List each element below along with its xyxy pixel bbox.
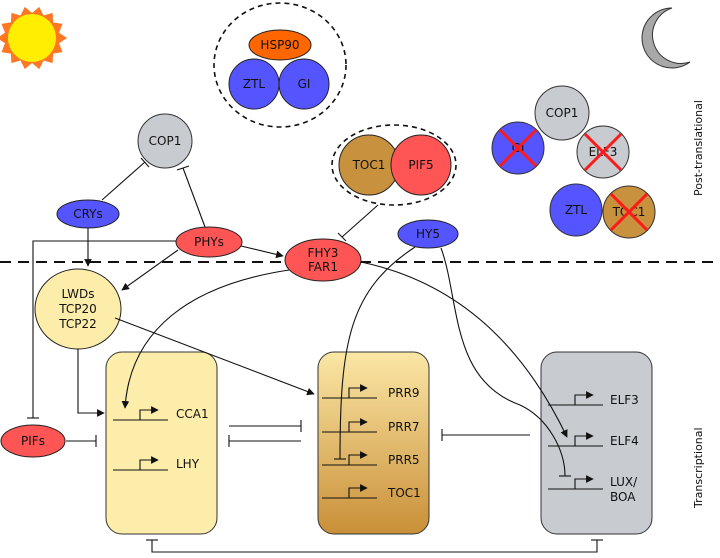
pif5-node (390, 134, 452, 196)
tcp22-label: TCP22 (58, 317, 97, 331)
gene-prr7: PRR7 (322, 418, 420, 434)
post-translational-label: Post-translational (692, 100, 705, 196)
night-ztl-label: ZTL (565, 203, 588, 217)
hy5-label: HY5 (416, 227, 440, 241)
gene-lhy: LHY (113, 456, 200, 471)
fhy3-far1-node (284, 238, 362, 282)
hsp90-node (248, 29, 312, 61)
gene-elf4: ELF4 (548, 432, 639, 448)
pifs-label: PIFs (21, 434, 45, 448)
phys-node (175, 226, 243, 258)
gi-cross-icon (498, 128, 538, 168)
pifs-node (0, 424, 66, 458)
elf3-cross-icon (583, 132, 623, 172)
lux-label: LUX/ (610, 475, 638, 489)
night-ztl-node (549, 183, 603, 237)
toc1-complex-label: TOC1 (352, 158, 386, 172)
pif5-label: PIF5 (408, 158, 433, 172)
gene-cca1: CCA1 (113, 406, 209, 421)
gene-prr5: PRR5 (322, 451, 420, 467)
cop1-label: COP1 (149, 134, 182, 148)
far1-label: FAR1 (308, 260, 338, 274)
hy5-node (397, 219, 459, 249)
transcriptional-label: Transcriptional (692, 427, 705, 509)
gene-lux: LUX/ BOA (548, 475, 638, 504)
edges (27, 157, 603, 553)
tcp20-label: TCP20 (58, 302, 97, 316)
crys-label: CRYs (73, 207, 103, 221)
prr7-label: PRR7 (388, 420, 420, 434)
boa-label: BOA (610, 490, 636, 504)
phys-label: PHYs (194, 235, 224, 249)
prr9-label: PRR9 (388, 386, 420, 400)
elf4-gene-label: ELF4 (610, 434, 639, 448)
morning-box (105, 351, 218, 535)
cca1-label: CCA1 (176, 407, 209, 421)
cop1-node (137, 113, 193, 169)
lhy-label: LHY (176, 457, 200, 471)
ztl-label: ZTL (243, 77, 266, 91)
gene-toc1: TOC1 (322, 484, 421, 500)
moon-icon (641, 7, 691, 69)
toc1-gene-label: TOC1 (387, 486, 421, 500)
sun-icon (0, 6, 67, 70)
gi-label: GI (298, 77, 311, 91)
gene-prr9: PRR9 (322, 384, 420, 400)
toc1-cross-icon (609, 192, 649, 232)
gi-node (278, 58, 330, 110)
night-complexes: COP1 GI ELF3 ZTL TOC1 (491, 85, 656, 239)
hsp90-label: HSP90 (260, 38, 299, 52)
hsp90-ztl-gi-complex: HSP90 ZTL GI (213, 2, 347, 128)
toc1-pif5-complex: TOC1 PIF5 (331, 124, 457, 206)
fhy3-label: FHY3 (308, 246, 339, 260)
day-box (317, 351, 430, 535)
gene-elf3: ELF3 (548, 391, 639, 407)
elf3-gene-label: ELF3 (610, 393, 639, 407)
prr5-label: PRR5 (388, 453, 420, 467)
night-cop1-node (534, 85, 590, 141)
night-cop1-label: COP1 (546, 106, 579, 120)
lwds-label: LWDs (62, 287, 95, 301)
